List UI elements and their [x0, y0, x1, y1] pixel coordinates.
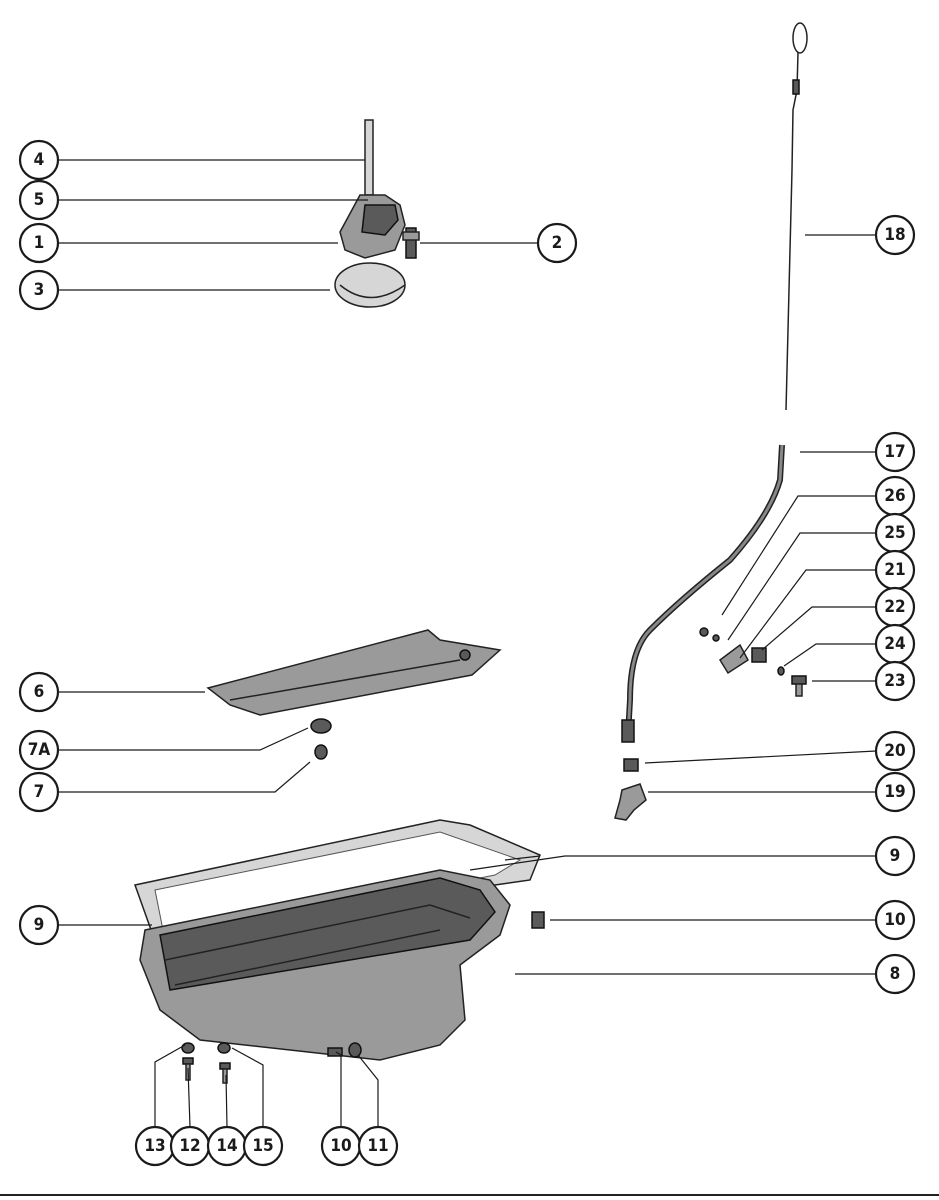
- svg-text:20: 20: [884, 741, 905, 761]
- callout-6: 6: [18, 671, 60, 713]
- svg-text:9: 9: [890, 846, 901, 866]
- svg-text:22: 22: [884, 597, 905, 617]
- svg-text:6: 6: [34, 682, 45, 702]
- callout-18: 18: [874, 214, 916, 256]
- tube-fitting-parts: [614, 758, 647, 821]
- callout-10-bottom: 10: [320, 1125, 362, 1167]
- svg-text:1: 1: [34, 233, 45, 253]
- oil-pan-plug-part: [531, 911, 545, 929]
- svg-text:18: 18: [884, 225, 905, 245]
- svg-text:4: 4: [34, 150, 45, 170]
- callout-14: 14: [206, 1125, 248, 1167]
- svg-text:21: 21: [884, 560, 905, 580]
- svg-text:12: 12: [179, 1136, 200, 1156]
- callout-25: 25: [874, 512, 916, 554]
- callout-21: 21: [874, 549, 916, 591]
- callout-17: 17: [874, 431, 916, 473]
- svg-text:10: 10: [884, 910, 905, 930]
- callout-3: 3: [18, 269, 60, 311]
- svg-text:15: 15: [252, 1136, 273, 1156]
- callout-15: 15: [242, 1125, 284, 1167]
- callout-22: 22: [874, 586, 916, 628]
- dipstick-part: [785, 22, 808, 411]
- callout-9-right: 9: [874, 835, 916, 877]
- callout-7a: 7A: [18, 729, 60, 771]
- svg-text:3: 3: [34, 280, 45, 300]
- callout-10-right: 10: [874, 899, 916, 941]
- svg-text:25: 25: [884, 523, 905, 543]
- leader-lines: [0, 159, 939, 1196]
- svg-text:13: 13: [144, 1136, 165, 1156]
- callout-5: 5: [18, 179, 60, 221]
- callout-26: 26: [874, 475, 916, 517]
- svg-text:24: 24: [884, 634, 905, 654]
- callout-13: 13: [134, 1125, 176, 1167]
- svg-text:17: 17: [884, 442, 905, 462]
- svg-text:11: 11: [367, 1136, 388, 1156]
- oil-pump-pickup-part: [334, 194, 406, 308]
- svg-text:14: 14: [216, 1136, 237, 1156]
- svg-text:7: 7: [34, 782, 45, 802]
- svg-text:2: 2: [552, 233, 563, 253]
- svg-text:7A: 7A: [28, 740, 51, 760]
- svg-text:9: 9: [34, 915, 45, 935]
- oil-pan-fastener-parts: [181, 1042, 362, 1084]
- callout-9-left: 9: [18, 904, 60, 946]
- callout-19: 19: [874, 771, 916, 813]
- svg-text:8: 8: [890, 964, 901, 984]
- svg-text:23: 23: [884, 671, 905, 691]
- callout-12: 12: [169, 1125, 211, 1167]
- callout-7: 7: [18, 771, 60, 813]
- windage-tray-part: [206, 629, 502, 716]
- callout-11: 11: [357, 1125, 399, 1167]
- pickup-tube-part: [364, 119, 374, 196]
- callout-4: 4: [18, 139, 60, 181]
- callout-8: 8: [874, 953, 916, 995]
- svg-text:19: 19: [884, 782, 905, 802]
- callout-24: 24: [874, 623, 916, 665]
- dipstick-tube-part: [621, 444, 785, 743]
- callout-20: 20: [874, 730, 916, 772]
- svg-text:26: 26: [884, 486, 905, 506]
- svg-text:5: 5: [34, 190, 45, 210]
- pump-bolt-part: [402, 227, 420, 259]
- oil-pan-part: [139, 869, 511, 1061]
- dipstick-hardware-parts: [699, 627, 807, 697]
- svg-text:10: 10: [330, 1136, 351, 1156]
- callout-23: 23: [874, 660, 916, 702]
- tray-washer-parts: [310, 718, 332, 760]
- callout-2: 2: [536, 222, 578, 264]
- callout-1: 1: [18, 222, 60, 264]
